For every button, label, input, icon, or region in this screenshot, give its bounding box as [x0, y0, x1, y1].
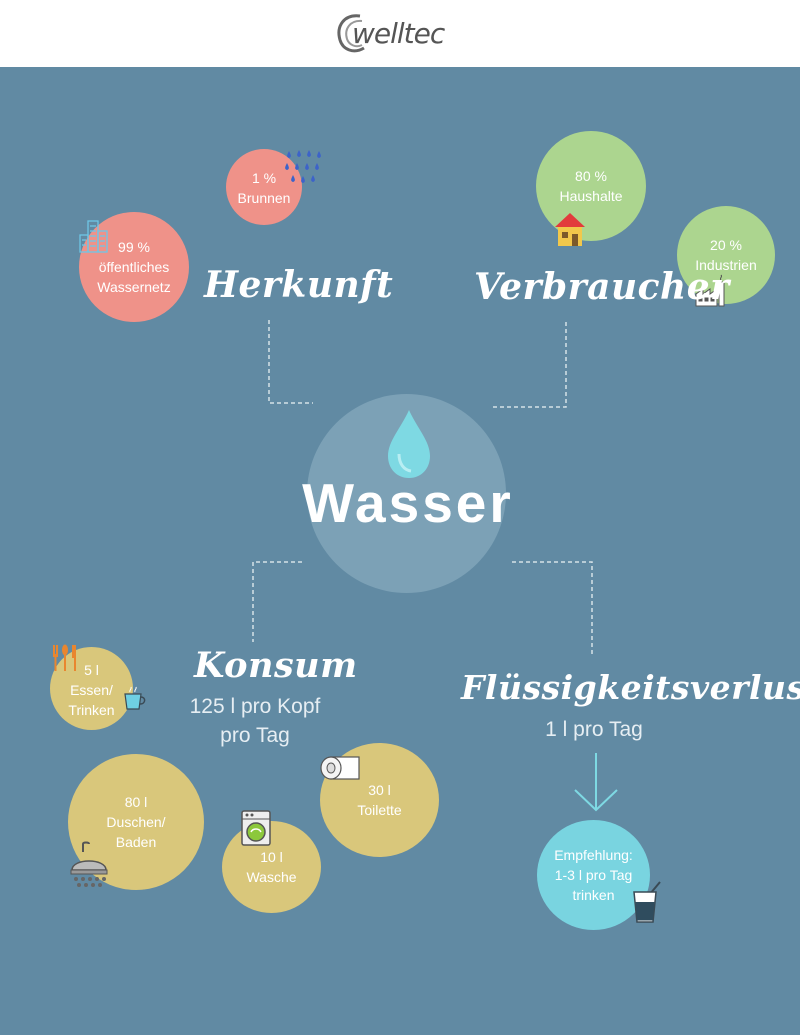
glass-icon [633, 881, 661, 923]
verlust-title: Flüssigkeitsverlust [461, 668, 800, 707]
building-icon [79, 220, 108, 253]
water-drop-icon [388, 410, 430, 478]
arrow-down-icon[interactable] [572, 752, 620, 814]
essen-circle: 5 l Essen/ Trinken [50, 647, 133, 730]
netz-circle: 99 % öffentliches Wassernetz [79, 212, 189, 322]
duschen-label-line2: Baden [115, 834, 157, 850]
connector-verlust [512, 561, 593, 655]
industrien-value: 20 % [710, 237, 742, 253]
toilette-label: Toilette [357, 802, 402, 818]
connector-herkunft [268, 320, 313, 404]
wasche-value: 10 l [260, 849, 283, 865]
cup-icon [124, 686, 146, 710]
washing-machine-icon [241, 810, 271, 846]
konsum-subtitle-line1: 125 l pro Kopf [189, 695, 321, 718]
industrien-circle: 20 % Industrien [677, 206, 775, 304]
rain-icon [285, 150, 321, 183]
empfehlung-line2: 1-3 l pro Tag [554, 867, 633, 883]
header: welltec [0, 0, 800, 67]
toilet-paper-icon [320, 756, 360, 780]
brunnen-value: 1 % [251, 170, 277, 186]
essen-value: 5 l [84, 661, 99, 678]
toilette-value: 30 l [368, 782, 391, 798]
netz-label-line2: Wassernetz [97, 279, 171, 295]
factory-icon [695, 274, 725, 307]
wasser-title: Wasser [302, 472, 514, 534]
shower-icon [70, 841, 108, 887]
duschen-label-line1: Duschen/ [106, 814, 166, 830]
duschen-value: 80 l [124, 794, 148, 810]
netz-label-line1: öffentliches [98, 259, 170, 275]
empfehlung-circle: Empfehlung: 1-3 l pro Tag trinken [537, 820, 650, 930]
logo-text: welltec [352, 17, 445, 50]
konsum-subtitle-line2: pro Tag [220, 724, 290, 747]
herkunft-title: Herkunft [204, 264, 394, 306]
konsum-subtitle: 125 l pro Kopf pro Tag [155, 692, 355, 750]
haushalte-label: Haushalte [559, 188, 623, 204]
konsum-title: Konsum [194, 645, 358, 686]
verbraucher-title: Verbraucher [474, 266, 730, 308]
empfehlung-line3: trinken [572, 887, 615, 903]
essen-label-line1: Essen/ [70, 681, 113, 698]
connector-verbraucher [490, 322, 567, 408]
netz-value: 99 % [118, 239, 150, 255]
essen-label-line2: Trinken [68, 701, 115, 718]
house-icon [555, 213, 585, 246]
brunnen-circle: 1 % Brunnen [226, 149, 302, 225]
connector-konsum [252, 561, 302, 642]
verlust-subtitle: 1 l pro Tag [545, 718, 643, 741]
brunnen-label: Brunnen [237, 190, 291, 206]
industrien-label: Industrien [695, 257, 757, 273]
cutlery-icon [53, 644, 76, 671]
wasche-label: Wasche [246, 869, 297, 885]
logo-swoosh-icon [337, 14, 365, 53]
wasche-circle: 10 l Wasche [222, 821, 321, 913]
haushalte-value: 80 % [575, 168, 607, 184]
haushalte-circle: 80 % Haushalte [536, 131, 646, 241]
welltec-logo[interactable]: welltec [334, 12, 450, 56]
empfehlung-line1: Empfehlung: [554, 847, 633, 863]
